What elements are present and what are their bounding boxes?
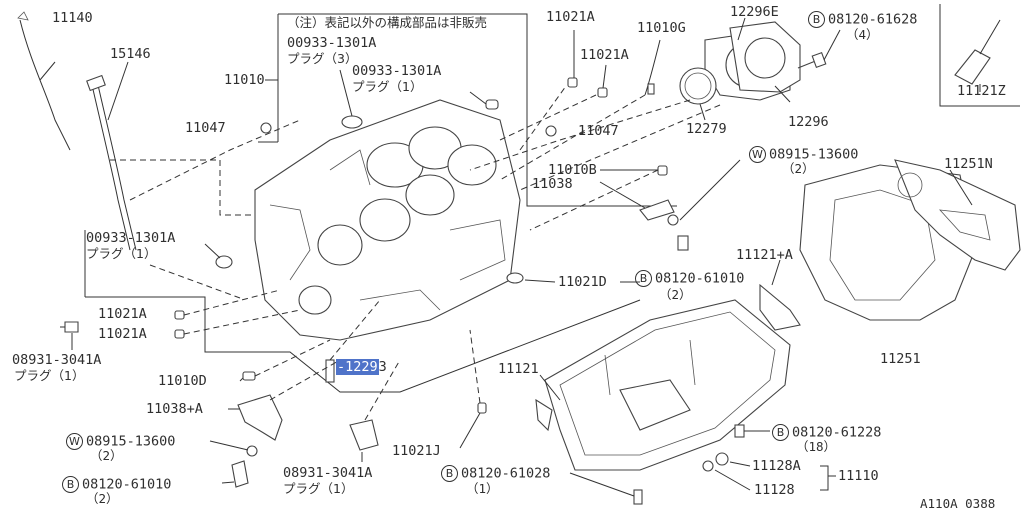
part-08120-61228-qty: （18） bbox=[796, 439, 837, 454]
part-00933-1301a-sub: プラグ（3） bbox=[287, 51, 358, 66]
part-11128a-label: 11128A bbox=[752, 458, 801, 474]
oil-pan bbox=[544, 299, 791, 471]
part-11010b-label: 11010B bbox=[548, 162, 597, 178]
part-08931-3041a-b-sub: プラグ（1） bbox=[283, 481, 354, 496]
part-11021d-label: 11021D bbox=[558, 274, 607, 290]
part-00933-1301a-c-label: 00933-1301A bbox=[86, 230, 176, 246]
plug-00933-1-right bbox=[485, 99, 499, 110]
part-11021a-label-1: 11021A bbox=[546, 9, 595, 25]
part-08120-61010-b-qty: （2） bbox=[86, 491, 119, 506]
part-15146-label: 15146 bbox=[110, 46, 151, 62]
part-12293-highlight[interactable]: -1229 bbox=[336, 359, 379, 375]
bolt-symbol-icon: B bbox=[635, 270, 652, 287]
rear-seal-assembly bbox=[679, 21, 801, 105]
part-11010g-label: 11010G bbox=[637, 20, 686, 36]
part-11251n-label: 11251N bbox=[944, 156, 993, 172]
part-08931-3041a-b-label: 08931-3041A bbox=[283, 465, 373, 481]
bolt-symbol-icon: B bbox=[441, 465, 458, 482]
dipstick-tube bbox=[91, 84, 131, 251]
part-08931-3041a-sub: プラグ（1） bbox=[14, 368, 85, 383]
part-12293-label[interactable]: -12293 bbox=[336, 359, 387, 375]
part-08120-61028-qty: （1） bbox=[466, 481, 499, 496]
washer-symbol-icon: W bbox=[66, 433, 83, 450]
part-00933-1301a-b-label: 00933-1301A bbox=[352, 63, 442, 79]
part-11021a-label-3: 11021A bbox=[98, 306, 147, 322]
bolt-symbol-icon: B bbox=[808, 11, 825, 28]
part-12296-label: 12296 bbox=[788, 114, 829, 130]
part-08120-61010-qty: （2） bbox=[659, 287, 692, 302]
part-11038-label: 11038 bbox=[532, 176, 573, 192]
part-08915-13600-qty: （2） bbox=[782, 161, 815, 176]
part-08931-3041a-label: 08931-3041A bbox=[12, 352, 102, 368]
washer-symbol-icon: W bbox=[749, 146, 766, 163]
part-11021a-label-2: 11021A bbox=[580, 47, 629, 63]
cylinder-block bbox=[254, 99, 521, 341]
plug-00933-3 bbox=[341, 115, 363, 129]
part-11128-label: 11128 bbox=[754, 482, 795, 498]
part-11121z-label: 11121Z bbox=[957, 83, 1006, 99]
note-frame bbox=[278, 13, 677, 207]
part-11121-a-label: 11121+A bbox=[736, 247, 793, 263]
part-11047-label: 11047 bbox=[185, 120, 226, 136]
part-00933-1301a-c-sub: プラグ（1） bbox=[86, 246, 157, 261]
part-12296e-label: 12296E bbox=[730, 4, 779, 20]
part-00933-1301a-b-sub: プラグ（1） bbox=[352, 79, 423, 94]
part-11047-b-label: 11047 bbox=[578, 123, 619, 139]
bolt-symbol-icon: B bbox=[62, 476, 79, 493]
part-11010-label: 11010 bbox=[224, 72, 265, 88]
part-11038-a-label: 11038+A bbox=[146, 401, 203, 417]
dipstick bbox=[19, 19, 71, 151]
part-08915-13600-b-qty: （2） bbox=[90, 448, 123, 463]
rear-plate-cover bbox=[894, 159, 1021, 271]
part-11140-label: 11140 bbox=[52, 10, 93, 26]
diagram-code: A110A 0388 bbox=[920, 496, 996, 511]
part-11110-label: 11110 bbox=[838, 468, 879, 484]
part-11021j-label: 11021J bbox=[392, 443, 441, 459]
note-text: （注）表記以外の構成部品は非販売 bbox=[287, 15, 488, 30]
part-08120-61628-qty: （4） bbox=[846, 27, 879, 42]
part-11251-label: 11251 bbox=[880, 351, 921, 367]
part-11021a-label-4: 11021A bbox=[98, 326, 147, 342]
part-11121-label: 11121 bbox=[498, 361, 539, 377]
bolt-symbol-icon: B bbox=[772, 424, 789, 441]
part-11010d-label: 11010D bbox=[158, 373, 207, 389]
part-00933-1301a-label: 00933-1301A bbox=[287, 35, 377, 51]
part-12279-label: 12279 bbox=[686, 121, 727, 137]
sealant-box bbox=[939, 4, 1020, 107]
